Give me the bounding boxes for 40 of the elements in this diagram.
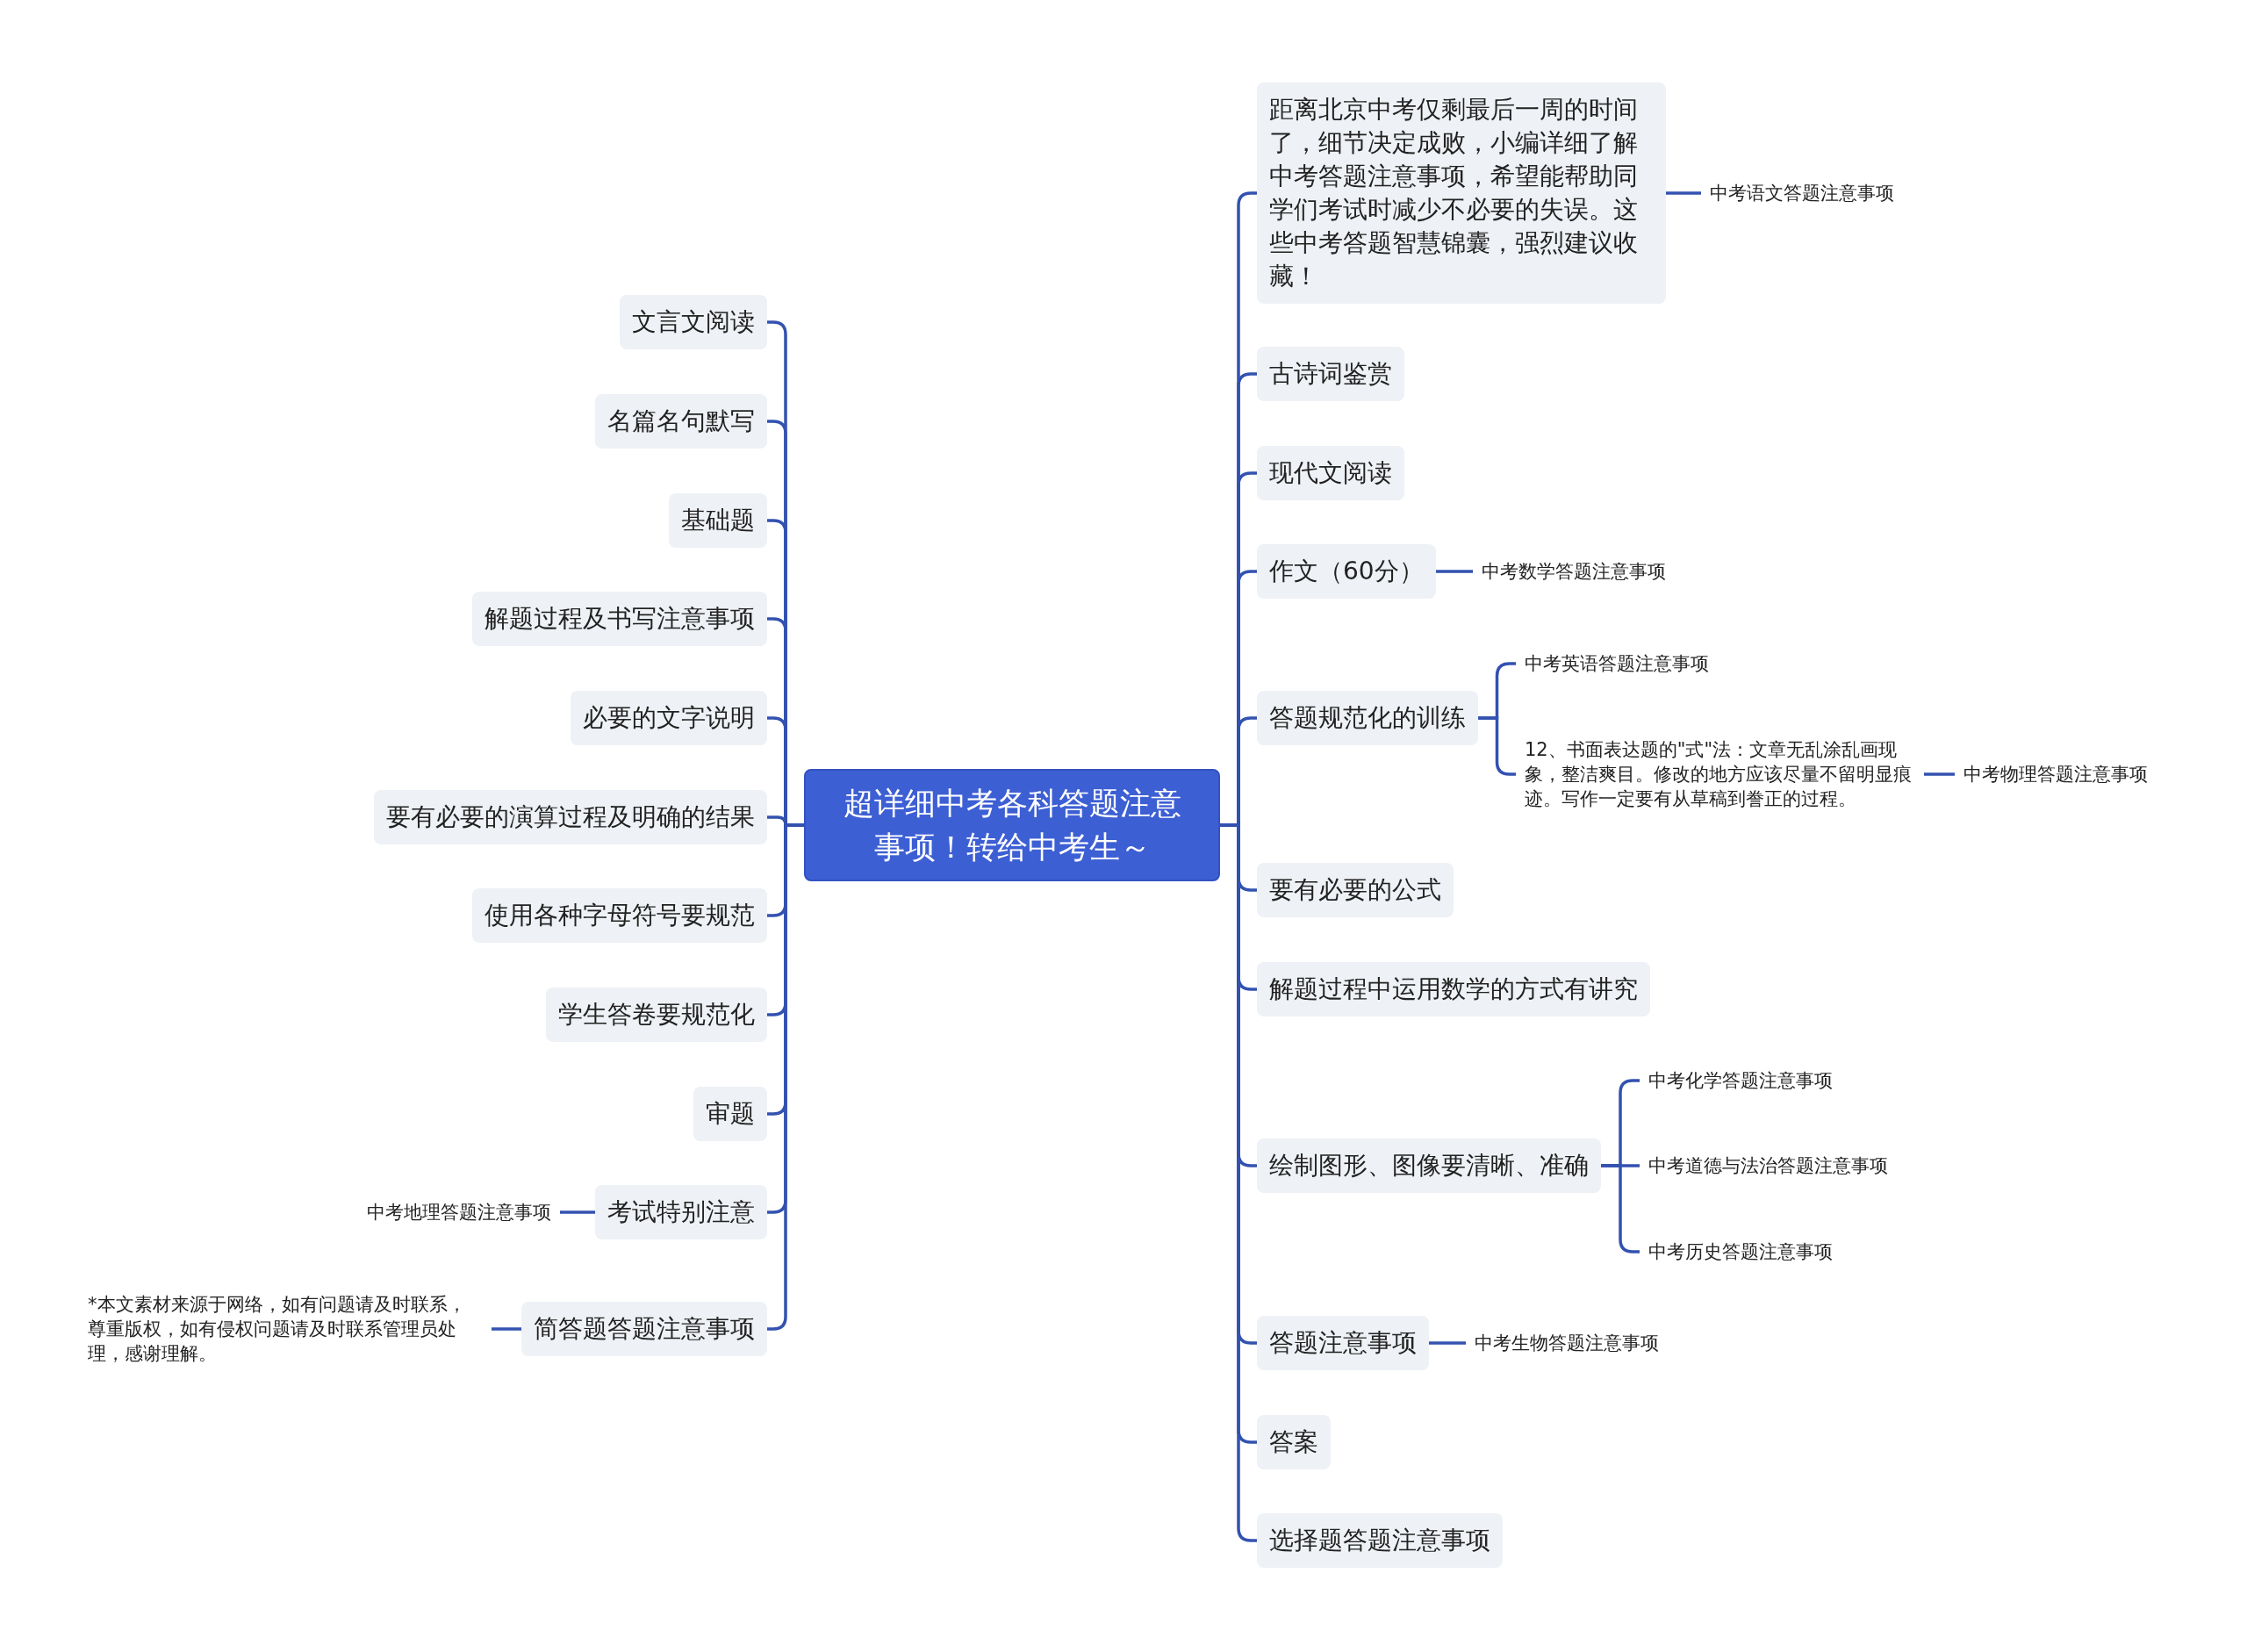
topic-box: 名篇名句默写 (595, 394, 767, 449)
topic-box: 答题规范化的训练 (1257, 691, 1478, 745)
topic-box: 考试特别注意 (595, 1185, 767, 1239)
connector-line (1924, 772, 1955, 776)
subtopic-text: 中考生物答题注意事项 (1475, 1331, 1659, 1355)
subtopic-text: 中考化学答题注意事项 (1648, 1068, 1833, 1093)
topic-box: 答题注意事项 (1257, 1316, 1429, 1370)
topic-box: 作文（60分） (1257, 544, 1436, 599)
subtopic-text: 12、书面表达题的"式"法：文章无乱涂乱画现象，整洁爽目。修改的地方应该尽量不留明显痕迹。写作一定要有从草稿到誊正的过程。 (1525, 737, 1924, 811)
topic-box: 现代文阅读 (1257, 446, 1404, 500)
topic-box: 使用各种字母符号要规范 (472, 888, 767, 943)
topic-box: 绘制图形、图像要清晰、准确 (1257, 1138, 1601, 1193)
topic-box: 要有必要的演算过程及明确的结果 (374, 790, 767, 844)
subtopic-text: 中考语文答题注意事项 (1710, 181, 1894, 205)
topic-box: 必要的文字说明 (571, 691, 767, 745)
subtopic-text: 中考地理答题注意事项 (367, 1200, 551, 1225)
connector-line (492, 1327, 521, 1331)
subtopic-text: 中考物理答题注意事项 (1963, 762, 2148, 786)
connector-line (1666, 191, 1701, 195)
topic-box: 基础题 (669, 493, 767, 548)
topic-box: 文言文阅读 (620, 295, 767, 349)
subtopic-text: 中考数学答题注意事项 (1482, 559, 1666, 584)
connector-line (560, 1210, 595, 1214)
topic-box: 解题过程中运用数学的方式有讲究 (1257, 962, 1650, 1016)
central-topic-box: 超详细中考各科答题注意事项！转给中考生～ (804, 769, 1220, 881)
subtopic-text: 中考道德与法治答题注意事项 (1648, 1153, 1888, 1178)
topic-box: 距离北京中考仅剩最后一周的时间了，细节决定成败，小编详细了解中考答题注意事项，希望能帮助同学们考试时减少不必要的失误。这些中考答题智慧锦囊，强烈建议收藏！ (1257, 83, 1666, 304)
connector-line (1435, 570, 1473, 573)
topic-box: 简答题答题注意事项 (521, 1302, 767, 1356)
topic-box: 审题 (693, 1087, 767, 1141)
topic-box: 要有必要的公式 (1257, 863, 1454, 917)
topic-box: 学生答卷要规范化 (546, 988, 767, 1042)
topic-box: 答案 (1257, 1415, 1331, 1469)
topic-box: 选择题答题注意事项 (1257, 1513, 1503, 1568)
subtopic-text: *本文素材来源于网络，如有问题请及时联系，尊重版权，如有侵权问题请及时联系管理员处理，感谢理解。 (88, 1292, 483, 1366)
subtopic-text: 中考英语答题注意事项 (1525, 651, 1709, 676)
connector-line (1429, 1341, 1466, 1345)
subtopic-text: 中考历史答题注意事项 (1648, 1239, 1833, 1264)
topic-box: 解题过程及书写注意事项 (472, 592, 767, 646)
topic-box: 古诗词鉴赏 (1257, 347, 1404, 401)
